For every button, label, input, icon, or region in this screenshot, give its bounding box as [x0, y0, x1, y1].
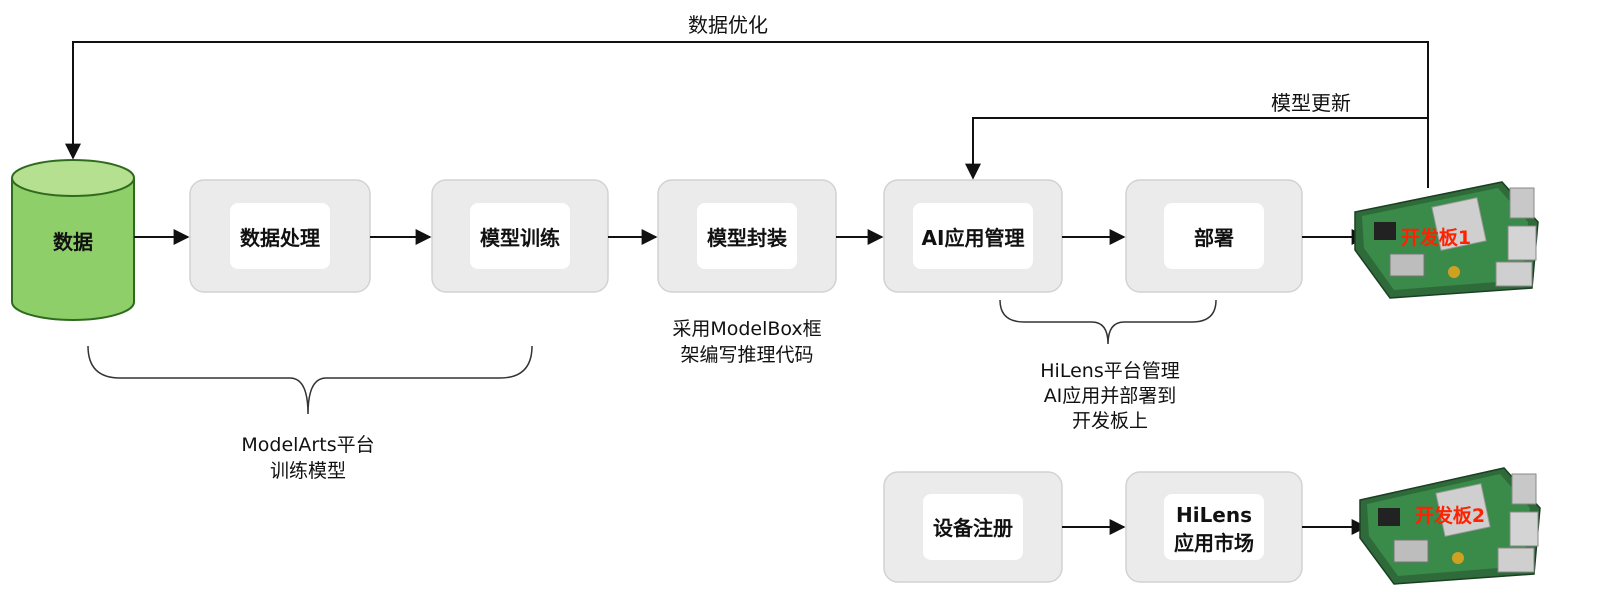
- node-model-training: 模型训练: [431, 179, 609, 293]
- note-hilens-line1: HiLens平台管理: [1040, 360, 1179, 382]
- note-modelbox-line2: 架编写推理代码: [680, 344, 813, 366]
- note-modelarts-line1: ModelArts平台: [241, 434, 374, 456]
- note-hilens-line2: AI应用并部署到: [1044, 385, 1177, 407]
- node-ai-app-management: AI应用管理: [883, 179, 1063, 293]
- data-cylinder: 数据: [11, 159, 135, 321]
- node-model-training-label: 模型训练: [480, 226, 560, 250]
- dev-board-2-image: 开发板2: [1359, 467, 1541, 585]
- arrow-model-update-loop: [965, 117, 1428, 180]
- node-deploy: 部署: [1125, 179, 1303, 293]
- note-modelarts-line2: 训练模型: [270, 460, 346, 482]
- node-device-register: 设备注册: [883, 471, 1063, 583]
- note-modelbox-line1: 采用ModelBox框: [672, 318, 821, 340]
- node-device-register-label: 设备注册: [933, 516, 1013, 540]
- board1-label: 开发板1: [1401, 226, 1471, 249]
- node-data-processing-label: 数据处理: [240, 226, 320, 250]
- node-hilens-market: HiLens 应用市场: [1125, 471, 1303, 583]
- node-deploy-label: 部署: [1194, 226, 1234, 250]
- node-model-packaging-label: 模型封装: [707, 226, 787, 250]
- node-data-processing: 数据处理: [189, 179, 371, 293]
- dev-board-1-image: 开发板1: [1354, 181, 1539, 299]
- node-hilens-market-label-2: 应用市场: [1174, 531, 1254, 555]
- node-data-label: 数据: [53, 230, 93, 254]
- node-hilens-market-label-1: HiLens: [1176, 503, 1252, 527]
- flow-data-optimization-label: 数据优化: [688, 13, 768, 37]
- node-model-packaging: 模型封装: [657, 179, 837, 293]
- arrow-data-optimization-loop: [65, 41, 1429, 188]
- brace-hilens: [999, 299, 1217, 345]
- note-hilens-line3: 开发板上: [1072, 410, 1148, 432]
- brace-modelarts: [87, 345, 533, 415]
- board2-label: 开发板2: [1415, 504, 1485, 527]
- node-ai-app-management-label: AI应用管理: [922, 226, 1025, 250]
- flow-model-update-label: 模型更新: [1271, 91, 1351, 115]
